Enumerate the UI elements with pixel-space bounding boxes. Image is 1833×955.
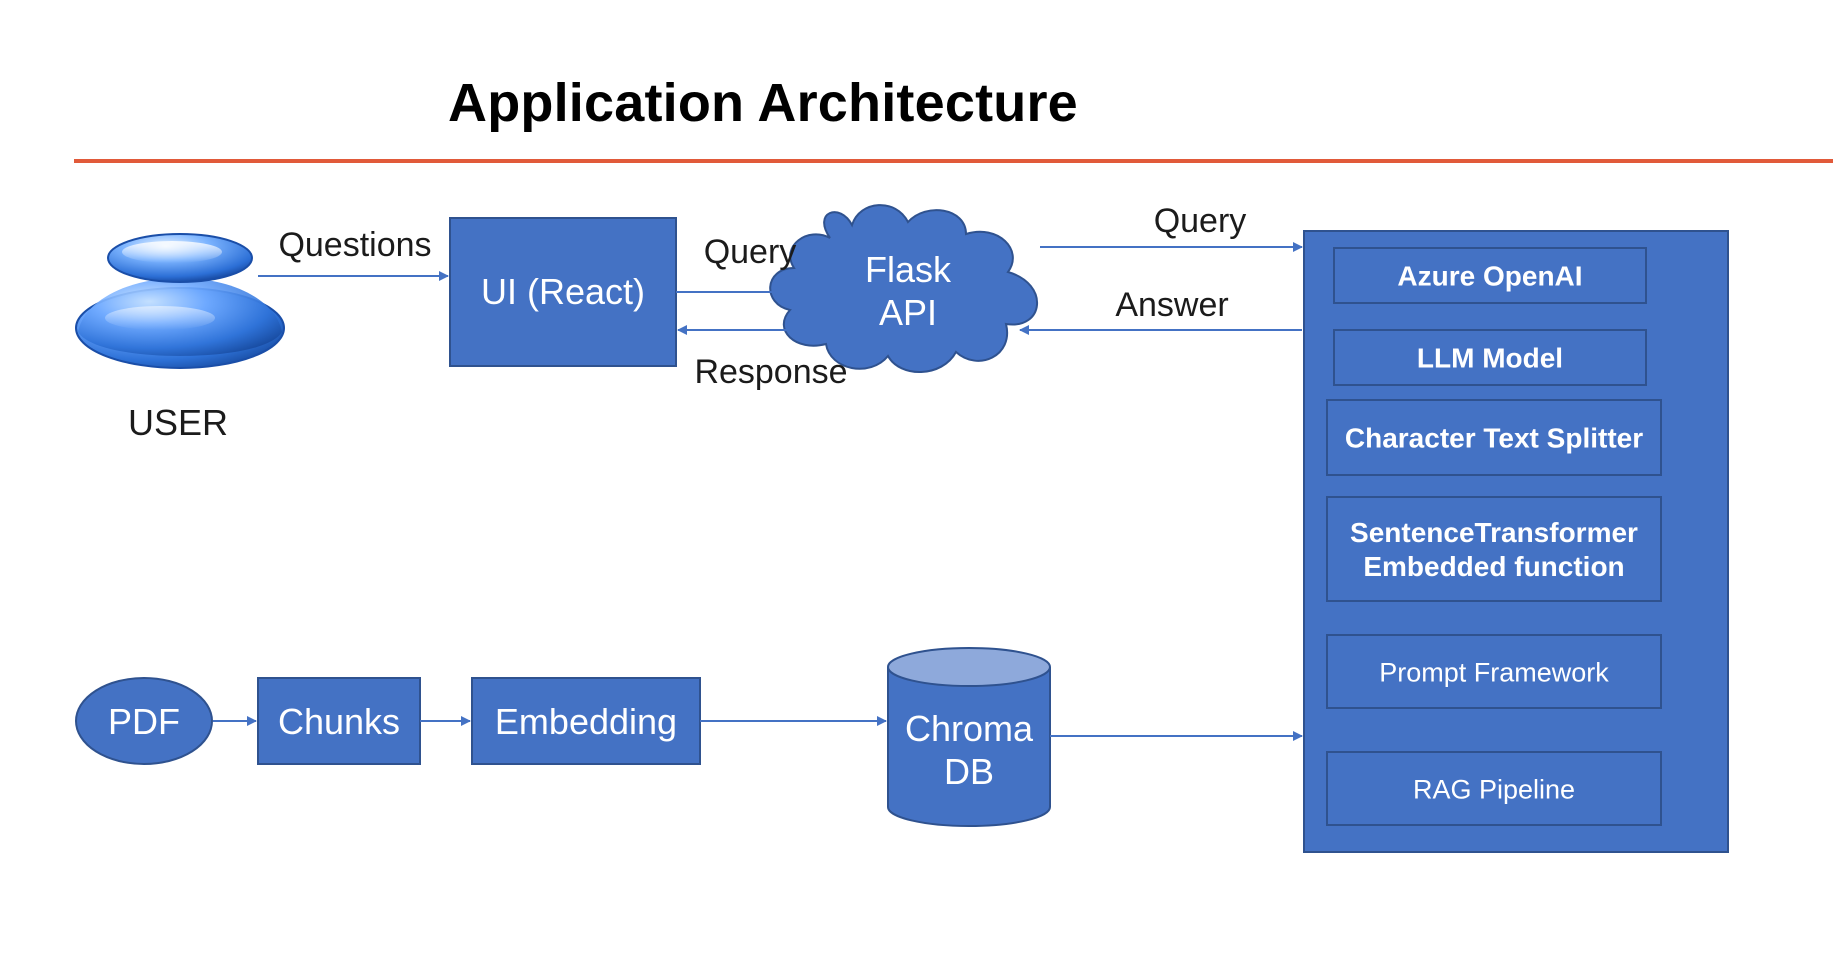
chunks-node: Chunks <box>257 677 421 765</box>
flask-api-cloud: Flask API <box>769 204 1038 373</box>
backend-component-label-line1: Prompt Framework <box>1379 658 1609 688</box>
pdf-label: PDF <box>108 701 180 742</box>
query-ui-to-flask-label: Query <box>704 233 797 271</box>
ui-react-label: UI (React) <box>481 271 645 312</box>
rag-pipeline-box: RAG Pipeline <box>1326 751 1662 826</box>
llm-model-box: LLM Model <box>1333 329 1647 386</box>
query-flask-to-backend-label: Query <box>1154 202 1247 240</box>
backend-component-frame <box>1333 247 1647 304</box>
prompt-framework-box: Prompt Framework <box>1326 634 1662 709</box>
backend-component-frame <box>1326 496 1662 602</box>
backend-component-frame <box>1326 634 1662 709</box>
title-divider <box>74 159 1833 163</box>
answer-label: Answer <box>1115 286 1228 324</box>
backend-component-label-line1: Azure OpenAI <box>1397 261 1582 292</box>
backend-component-label-line1: LLM Model <box>1417 343 1563 374</box>
chroma-label-line2: DB <box>944 751 994 792</box>
backend-component-label-line1: SentenceTransformer <box>1350 517 1638 548</box>
flask-label-line1: Flask <box>865 249 952 290</box>
azure-openai-box: Azure OpenAI <box>1333 247 1647 304</box>
chroma-label-line1: Chroma <box>905 708 1034 749</box>
user-label: USER <box>128 402 228 443</box>
backend-component-frame <box>1333 329 1647 386</box>
chunks-label: Chunks <box>278 701 400 742</box>
backend-component-frame <box>1326 751 1662 826</box>
questions-label: Questions <box>278 226 431 264</box>
backend-component-frame <box>1326 399 1662 476</box>
ui-react-box: UI (React) <box>449 217 677 367</box>
embedding-label: Embedding <box>495 701 677 742</box>
flask-label-line2: API <box>879 292 937 333</box>
character-text-splitter-box: Character Text Splitter <box>1326 399 1662 476</box>
pdf-node: PDF <box>75 677 213 765</box>
response-label: Response <box>694 353 847 391</box>
page-title: Application Architecture <box>448 73 1078 133</box>
backend-component-label-line1: Character Text Splitter <box>1345 423 1643 454</box>
backend-component-label-line1: RAG Pipeline <box>1413 775 1575 805</box>
embedding-node: Embedding <box>471 677 701 765</box>
chroma-db-cylinder: Chroma DB <box>887 647 1051 827</box>
user-icon <box>75 233 285 369</box>
backend-component-label-line2: Embedded function <box>1363 551 1624 582</box>
